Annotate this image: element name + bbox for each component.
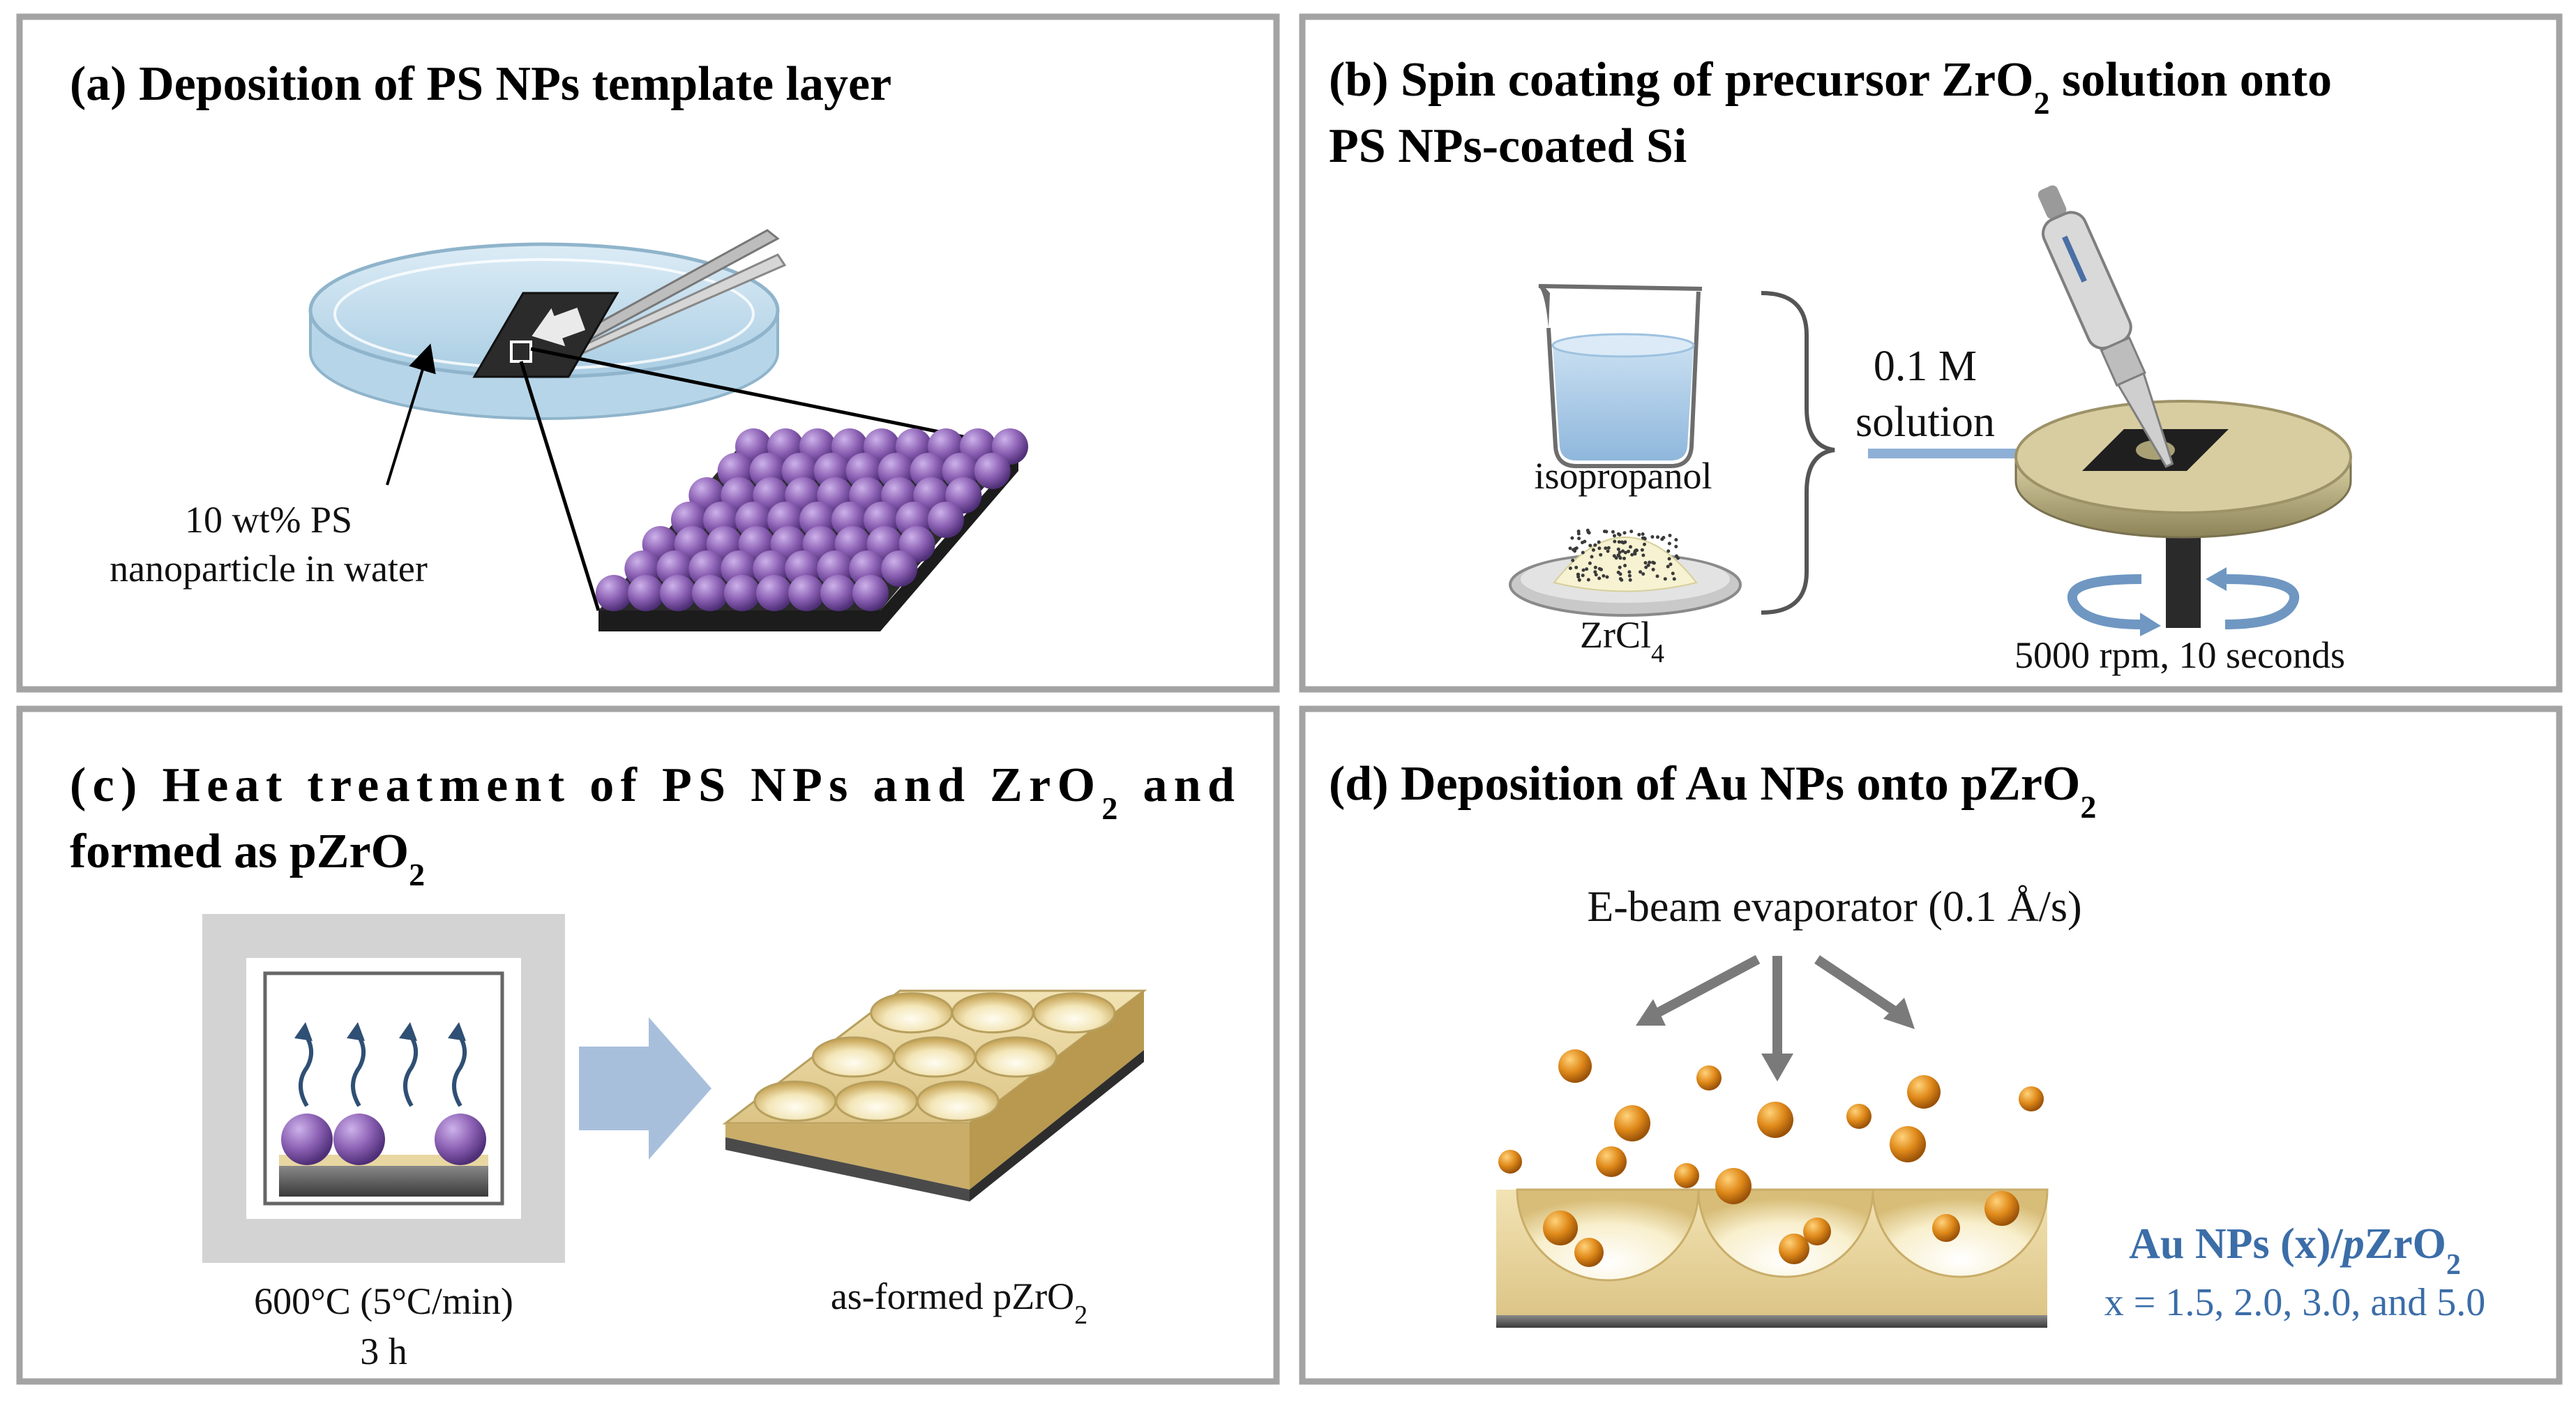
duration-label: 3 h bbox=[360, 1331, 407, 1372]
sample-legend: Au NPs (x)/pZrO2 bbox=[2129, 1220, 2461, 1281]
pore bbox=[811, 1036, 895, 1078]
ps-sphere bbox=[788, 575, 824, 611]
substrate-chip bbox=[472, 292, 619, 378]
beaker-icon bbox=[1538, 284, 1703, 468]
panel-c-title-line2: formed as pZrO2 bbox=[70, 825, 425, 892]
process-arrow bbox=[579, 1017, 711, 1160]
au-particle bbox=[1696, 1065, 1722, 1091]
pipette-icon bbox=[2038, 185, 2174, 468]
pore bbox=[951, 992, 1034, 1034]
zrcl4-label: ZrCl4 bbox=[1580, 614, 1664, 668]
ps-sphere bbox=[628, 575, 664, 611]
ps-sphere bbox=[928, 502, 964, 538]
au-particle bbox=[1846, 1104, 1871, 1129]
porous-zro2-block bbox=[722, 989, 1147, 1201]
as-formed-label: as-formed pZrO2 bbox=[831, 1275, 1087, 1330]
ps-sphere bbox=[974, 453, 1011, 489]
panel-b-title: (b) Spin coating of precursor ZrO2 solut… bbox=[1329, 53, 2332, 121]
au-particle bbox=[1543, 1211, 1578, 1245]
rotation-arrow bbox=[2067, 567, 2300, 636]
sample-legend-values: x = 1.5, 2.0, 3.0, and 5.0 bbox=[2104, 1281, 2485, 1324]
pore bbox=[974, 1036, 1058, 1078]
pore bbox=[1032, 992, 1116, 1034]
au-particle bbox=[1984, 1191, 2019, 1226]
au-particle bbox=[1932, 1214, 1960, 1242]
ps-label-line2: nanoparticle in water bbox=[110, 548, 428, 590]
au-particle bbox=[1757, 1102, 1793, 1138]
au-particle bbox=[1574, 1238, 1604, 1267]
au-particle bbox=[1596, 1146, 1627, 1177]
au-particle bbox=[1614, 1105, 1650, 1141]
temperature-label: 600°C (5°C/min) bbox=[254, 1280, 513, 1322]
ps-monolayer bbox=[596, 428, 1028, 631]
au-particle bbox=[2019, 1086, 2044, 1111]
water-callout-arrow bbox=[386, 343, 436, 486]
zrcl4-powder-icon bbox=[1509, 528, 1742, 617]
pore bbox=[893, 1036, 977, 1078]
evaporator-label: E-beam evaporator (0.1 Å/s) bbox=[1587, 883, 2081, 931]
grouping-brace bbox=[1761, 291, 1835, 615]
panel-d-title: (d) Deposition of Au NPs onto pZrO2 bbox=[1329, 757, 2096, 825]
solution-label-line2: solution bbox=[1855, 398, 1995, 446]
ps-sphere bbox=[852, 575, 889, 611]
panel-b-title-line2: PS NPs-coated Si bbox=[1329, 119, 1687, 173]
spin-speed-label: 5000 rpm, 10 seconds bbox=[2014, 634, 2345, 676]
panel-d: (d) Deposition of Au NPs onto pZrO2 E-be… bbox=[1299, 705, 2563, 1385]
ps-sphere bbox=[820, 575, 857, 611]
ps-sphere bbox=[724, 575, 760, 611]
pore bbox=[916, 1080, 1000, 1122]
pore bbox=[753, 1080, 837, 1122]
au-particle bbox=[1498, 1150, 1522, 1174]
au-particle bbox=[1803, 1218, 1831, 1245]
au-particle bbox=[1890, 1126, 1926, 1162]
ps-sphere bbox=[596, 575, 632, 611]
furnace-icon bbox=[202, 914, 565, 1263]
au-particle bbox=[1907, 1075, 1941, 1109]
isopropanol-label: isopropanol bbox=[1535, 455, 1712, 497]
au-particle bbox=[1715, 1168, 1752, 1204]
pore bbox=[835, 1080, 919, 1122]
ps-sphere bbox=[692, 575, 728, 611]
au-nanoparticles bbox=[1498, 1049, 2044, 1267]
solution-label-line1: 0.1 M bbox=[1874, 343, 1977, 390]
au-particle bbox=[1558, 1049, 1592, 1083]
panel-b: (b) Spin coating of precursor ZrO2 solut… bbox=[1299, 13, 2563, 693]
ps-label-line1: 10 wt% PS bbox=[185, 499, 352, 541]
au-particle bbox=[1674, 1163, 1699, 1188]
ps-sphere bbox=[881, 550, 918, 587]
panel-a: (a) Deposition of PS NPs template layer … bbox=[16, 13, 1280, 693]
panel-a-title: (a) Deposition of PS NPs template layer bbox=[70, 57, 891, 111]
pore bbox=[870, 992, 954, 1034]
ps-sphere bbox=[660, 575, 696, 611]
deposition-arrows bbox=[1636, 954, 1915, 1081]
au-particle bbox=[1779, 1234, 1809, 1264]
ps-sphere bbox=[756, 575, 792, 611]
